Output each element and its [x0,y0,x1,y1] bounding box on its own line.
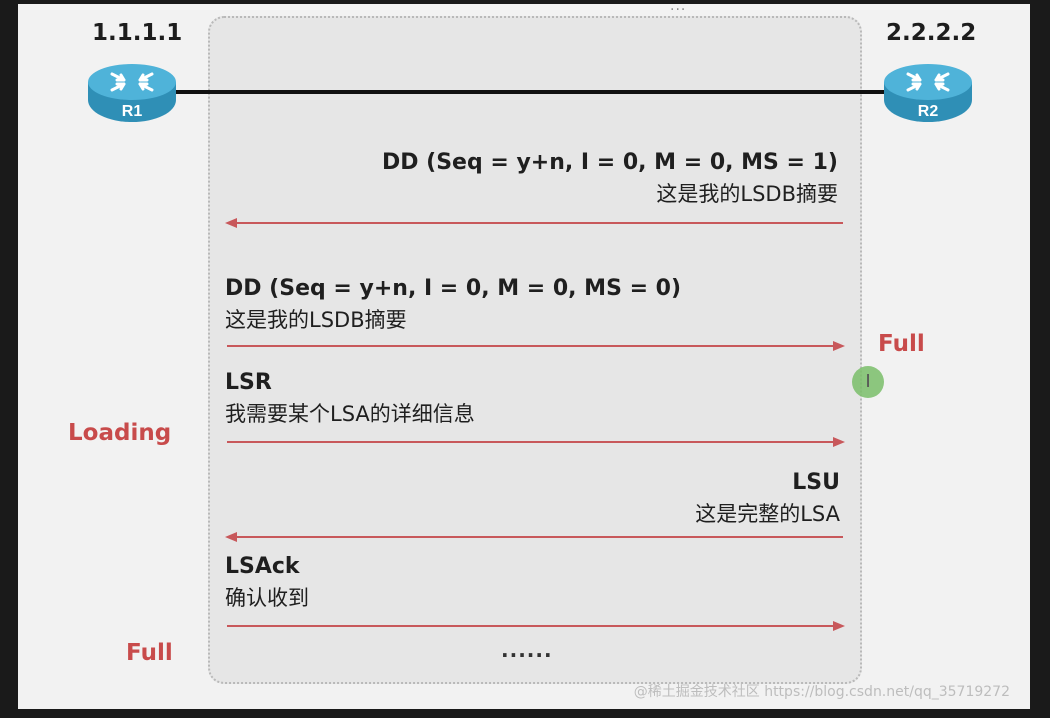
r2-router-label: R2 [918,103,939,120]
message-subtitle: 这是我的LSDB摘要 [225,308,407,332]
r2-state-full: Full [878,331,925,357]
r1-router-icon: R1 [88,64,176,122]
message-lsr: LSR 我需要某个LSA的详细信息 [225,368,475,430]
r2-router-icon: R2 [884,64,972,122]
message-exchange-panel [208,16,862,684]
arrow-r2-to-r1 [225,218,843,228]
message-title: LSR [225,370,272,395]
slide: ... 1.1.1.1 2.2.2.2 R1 R2 DD (Seq = y+n,… [18,0,1030,709]
watermark-text: @稀土掘金技术社区 https://blog.csdn.net/qq_35719… [633,684,1010,700]
message-title: DD (Seq = y+n, I = 0, M = 0, MS = 0) [225,276,682,301]
message-dd-ms1: DD (Seq = y+n, I = 0, M = 0, MS = 1) 这是我… [318,148,838,210]
r2-ip-label: 2.2.2.2 [886,20,977,46]
message-subtitle: 这是完整的LSA [695,502,840,526]
continuation-ellipsis: ...... [501,638,553,662]
message-title: LSU [792,470,840,495]
r1-router-label: R1 [122,103,143,120]
r1-state-full: Full [126,640,173,666]
message-subtitle: 这是我的LSDB摘要 [656,182,838,206]
r1-state-loading: Loading [68,420,172,446]
message-lsack: LSAck 确认收到 [225,552,309,614]
arrow-r2-to-r1 [225,532,843,542]
arrow-r1-to-r2 [227,437,845,447]
router-link-line [168,90,898,94]
arrow-r1-to-r2 [227,341,845,351]
window-handle-dots[interactable]: ... [670,0,687,14]
message-title: LSAck [225,554,300,579]
pointer-cursor-icon: I [852,366,884,398]
message-subtitle: 我需要某个LSA的详细信息 [225,402,475,426]
message-subtitle: 确认收到 [225,586,309,610]
r1-ip-label: 1.1.1.1 [92,20,183,46]
message-dd-ms0: DD (Seq = y+n, I = 0, M = 0, MS = 0) 这是我… [225,274,681,336]
message-title: DD (Seq = y+n, I = 0, M = 0, MS = 1) [381,150,838,175]
arrow-r1-to-r2 [227,621,845,631]
message-lsu: LSU 这是完整的LSA [518,468,840,530]
